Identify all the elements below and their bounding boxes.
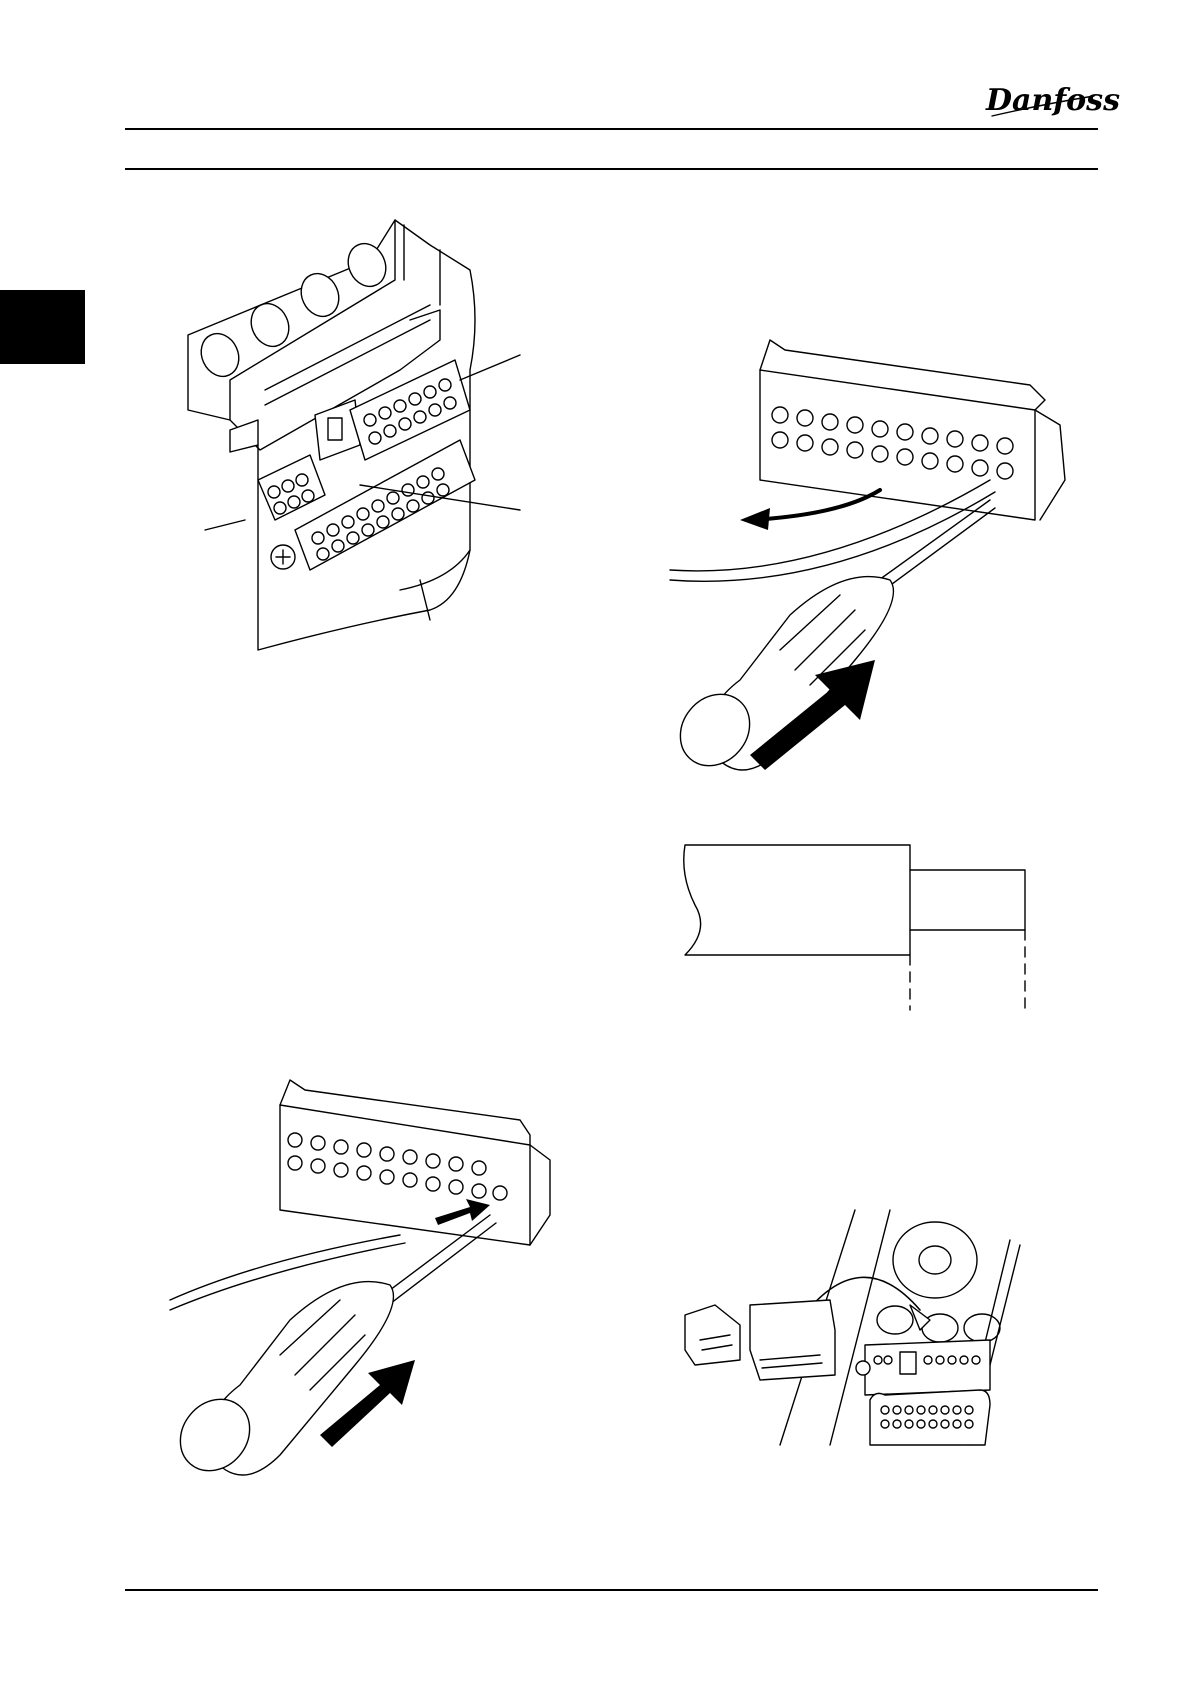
chapter-tab-marker — [0, 290, 85, 364]
header-rule-bottom — [125, 168, 1098, 170]
wire-removal-figure — [670, 330, 1080, 770]
header-rule-top — [125, 128, 1098, 130]
control-terminals-figure — [170, 220, 540, 660]
footer-rule — [125, 1589, 1098, 1591]
wire-insertion-figure — [170, 1075, 540, 1535]
danfoss-logo: Danfoss — [984, 74, 1099, 124]
connector-mounting-figure — [680, 1210, 1040, 1450]
wire-strip-figure — [680, 835, 1040, 1015]
